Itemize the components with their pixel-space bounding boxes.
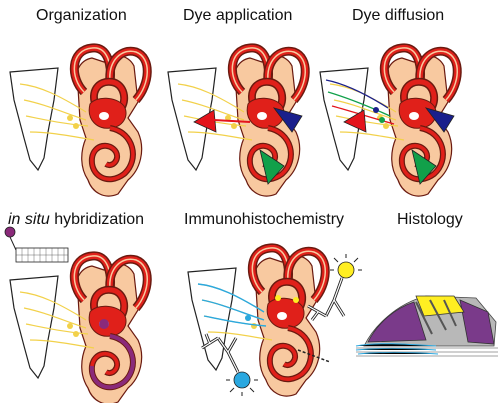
title-dye-diffusion: Dye diffusion bbox=[352, 7, 445, 24]
probe-bead bbox=[4, 226, 16, 238]
title-organization: Organization bbox=[36, 7, 127, 24]
title-in-situ-italic: in situ bbox=[8, 211, 50, 228]
title-immunohistochemistry: Immunohistochemistry bbox=[184, 211, 345, 228]
panel-dye-application bbox=[168, 48, 305, 196]
panel-histology bbox=[355, 295, 498, 357]
dye-arrow-blue bbox=[272, 107, 303, 133]
antibody-cyan bbox=[201, 333, 258, 396]
panel-organization bbox=[10, 48, 147, 196]
antibody-yellow bbox=[307, 254, 362, 321]
panel-dye-diffusion bbox=[320, 48, 457, 196]
title-hybridization: hybridization bbox=[49, 211, 145, 228]
dye-arrow-green bbox=[259, 149, 285, 185]
title-in-situ-hybridization: in situ hybridization bbox=[8, 212, 144, 228]
title-dye-application: Dye application bbox=[183, 7, 293, 24]
title-histology: Histology bbox=[397, 211, 463, 228]
panel-in-situ-hybridization bbox=[4, 226, 147, 403]
panel-immunohistochemistry bbox=[188, 248, 362, 396]
